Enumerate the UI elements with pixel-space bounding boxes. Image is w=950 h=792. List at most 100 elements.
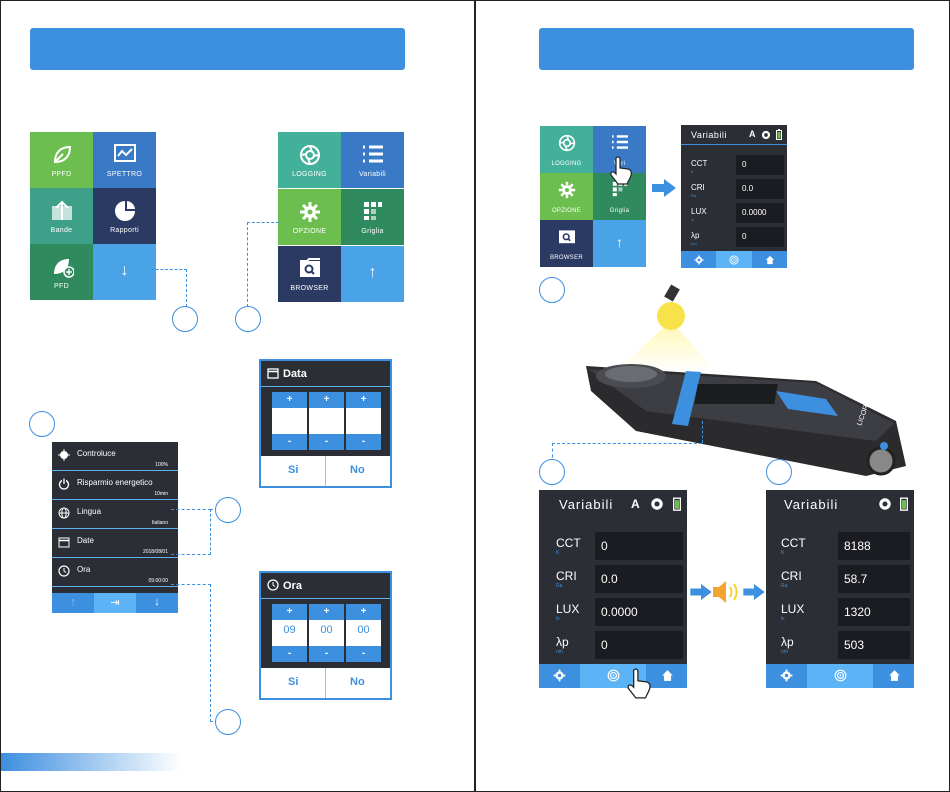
home-icon[interactable] (765, 255, 775, 265)
signal-icon[interactable] (607, 669, 620, 682)
menu-tile-label: LOGGING (292, 171, 327, 178)
variable-unit: nm (556, 649, 563, 655)
settings-row-language[interactable]: Lingua Italiano (52, 500, 178, 529)
time-dialog: Ora + 09 - + 00 - + 00 - Si No (259, 571, 392, 700)
variable-label: LUX (691, 207, 707, 216)
mode-indicator: A (631, 497, 640, 511)
hour-spinner[interactable]: + 09 - (272, 604, 307, 662)
menu-tile-label: OPZIONE (551, 208, 582, 214)
menu-tile-rapporti[interactable]: Rapporti (93, 188, 156, 244)
year-spinner[interactable]: + - (272, 392, 307, 450)
settings-row-backlight[interactable]: Controluce 100% (52, 442, 178, 471)
menu-tile-browser[interactable]: BROWSER (540, 220, 593, 267)
gear-icon (299, 202, 320, 222)
second-spinner[interactable]: + 00 - (346, 604, 381, 662)
no-button[interactable]: No (350, 676, 365, 688)
increment-button[interactable]: + (309, 392, 344, 408)
variabili-header: Variabili A (539, 490, 687, 518)
brightness-icon (58, 449, 70, 461)
settings-row-time[interactable]: Ora 09:00:00 (52, 558, 178, 587)
menu-tile-spettro[interactable]: SPETTRO (93, 132, 156, 188)
menu-tile-opzione[interactable]: OPZIONE (540, 173, 593, 220)
variable-value: 503 (838, 631, 910, 659)
increment-button[interactable]: + (309, 604, 344, 620)
increment-button[interactable]: + (346, 604, 381, 620)
menu-tile-logging[interactable]: LOGGING (540, 126, 593, 173)
gear-icon[interactable] (553, 669, 566, 682)
home-icon[interactable] (661, 669, 674, 682)
variable-label: CCT (781, 536, 806, 550)
variable-label: λp (556, 635, 569, 649)
connector-line (210, 721, 218, 722)
browser-icon (558, 230, 575, 244)
decrement-button[interactable]: - (346, 434, 381, 450)
menu-tile-bande[interactable]: Bande (30, 188, 93, 244)
menu-tile-opzione[interactable]: OPZIONE (278, 189, 341, 245)
leaf-icon (53, 145, 71, 164)
menu-tile-prev[interactable]: ↑ (341, 246, 404, 302)
decrement-button[interactable]: - (272, 434, 307, 450)
yes-button[interactable]: Si (288, 464, 299, 476)
menu-tile-browser[interactable]: BROWSER (278, 246, 341, 302)
gear-icon[interactable] (694, 255, 704, 265)
decrement-button[interactable]: - (272, 646, 307, 662)
menu-tile-griglia[interactable]: Griglia (341, 189, 404, 245)
decrement-button[interactable]: - (309, 434, 344, 450)
menu-tile-next[interactable]: ↓ (93, 244, 156, 300)
gear-icon (558, 181, 575, 199)
home-icon[interactable] (888, 669, 901, 682)
connector-line (552, 443, 702, 463)
menu-tile-logging[interactable]: LOGGING (278, 132, 341, 188)
settings-row-value: Italiano (151, 520, 168, 526)
date-dialog: Data + - + - + - Si No (259, 359, 392, 488)
battery-icon (776, 129, 782, 140)
menu-tile-pfd[interactable]: PFD (30, 244, 93, 300)
menu-tile-variabili[interactable]: Variabili (341, 132, 404, 188)
screen-title: Variabili (559, 497, 614, 512)
variable-unit: K (691, 169, 694, 174)
signal-icon[interactable] (834, 669, 847, 682)
month-spinner[interactable]: + - (309, 392, 344, 450)
menu-tile-ppfd[interactable]: PPFD (30, 132, 93, 188)
signal-icon[interactable] (729, 255, 739, 265)
increment-button[interactable]: + (346, 392, 381, 408)
increment-button[interactable]: + (272, 604, 307, 620)
spectrum-icon (113, 144, 136, 162)
yes-button[interactable]: Si (288, 676, 299, 688)
minute-spinner[interactable]: + 00 - (309, 604, 344, 662)
menu-tile-prev[interactable]: ↑ (593, 220, 646, 267)
dialog-title: Data (267, 367, 307, 380)
variable-value: 0.0000 (595, 598, 683, 626)
title-divider (261, 598, 390, 599)
variable-label: CRI (781, 569, 802, 583)
connector-line (247, 222, 279, 307)
variable-value: 1320 (838, 598, 910, 626)
no-button[interactable]: No (350, 464, 365, 476)
increment-button[interactable]: + (272, 392, 307, 408)
decrement-button[interactable]: - (346, 646, 381, 662)
settings-row-power-saving[interactable]: Risparmio energetico 10min (52, 471, 178, 500)
variable-unit: nm (691, 241, 697, 246)
settings-row-value: 2018/08/01 (142, 549, 168, 555)
arrow-up-icon[interactable]: ↑ (70, 596, 76, 608)
step-marker (539, 277, 565, 303)
variable-value: 0.0000 (736, 203, 784, 223)
enter-icon[interactable]: ⇥ (94, 593, 136, 613)
speaker-icon (713, 581, 738, 603)
variable-value: 0 (595, 631, 683, 659)
shutter-icon (761, 130, 771, 140)
variable-unit: Ra (781, 583, 788, 589)
variable-value: 0 (595, 532, 683, 560)
decrement-button[interactable]: - (309, 646, 344, 662)
variable-unit: nm (781, 649, 788, 655)
device-illustration: LICOR (586, 284, 906, 476)
settings-row-date[interactable]: Date 2018/08/01 (52, 529, 178, 558)
gear-icon[interactable] (780, 669, 793, 682)
arrow-down-icon[interactable]: ↓ (154, 596, 160, 608)
day-spinner[interactable]: + - (346, 392, 381, 450)
shutter-icon (879, 498, 891, 510)
connector-line (171, 509, 211, 555)
dialog-title: Ora (267, 579, 302, 592)
battery-icon (673, 497, 681, 511)
